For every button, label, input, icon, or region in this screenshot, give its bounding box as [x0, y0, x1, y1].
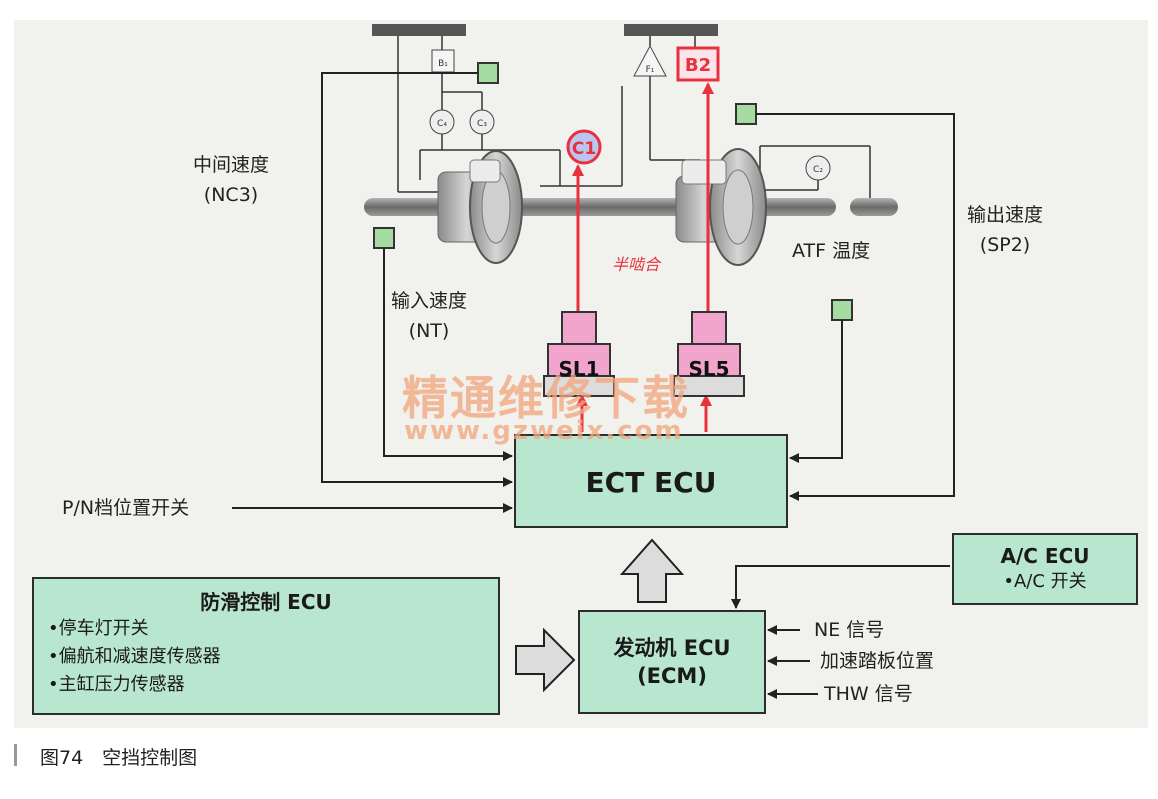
ac-ecu-title: A/C ECU	[1000, 544, 1090, 568]
housing-bar-right	[624, 24, 718, 36]
c3-label: C₃	[477, 119, 487, 129]
planetary-gear-right	[675, 148, 767, 266]
caption-marker	[14, 744, 17, 766]
ac-ecu-box: A/C ECU •A/C 开关	[952, 533, 1138, 605]
abs-ecu-item: •主缸压力传感器	[48, 674, 185, 695]
engine-ecu-title: 发动机 ECU	[613, 636, 731, 660]
output-shaft	[850, 198, 898, 216]
up-block-arrow	[619, 538, 685, 603]
watermark-url: www.gzweix.com	[404, 416, 684, 446]
ac-ecu-item: •A/C 开关	[1003, 571, 1087, 592]
pn-switch-label: P/N档位置开关	[62, 497, 190, 519]
brake-b2	[676, 46, 720, 82]
ne-signal-label: NE 信号	[814, 619, 885, 641]
clutch-c4	[429, 109, 455, 135]
b2-label: B2	[685, 55, 711, 76]
solenoid-sl5-body	[673, 311, 745, 397]
engine-ecu-subtitle: (ECM)	[637, 664, 707, 688]
clutch-c2	[805, 155, 831, 181]
thw-signal-label: THW 信号	[824, 683, 913, 705]
abs-ecu-box: 防滑控制 ECU •停车灯开关 •偏航和减速度传感器 •主缸压力传感器	[32, 577, 500, 715]
ect-ecu-box: ECT ECU	[514, 434, 788, 528]
c2-label: C₂	[813, 165, 823, 175]
figure-caption: 图74 空挡控制图	[40, 747, 198, 769]
watermark-cn: 精通维修下载	[402, 371, 690, 425]
sensor-atf	[831, 299, 853, 321]
sp2-label: 输出速度 (SP2)	[966, 204, 1043, 256]
solenoid-sl1-label: SL1	[558, 357, 600, 381]
c4-label: C₄	[437, 119, 447, 129]
nc3-label: 中间速度 (NC3)	[192, 154, 269, 206]
right-block-arrow	[515, 627, 576, 693]
one-way-clutch-f1	[633, 44, 667, 77]
solenoid-sl1-body	[543, 311, 615, 397]
abs-ecu-title: 防滑控制 ECU	[200, 590, 332, 614]
engine-ecu-box: 发动机 ECU (ECM)	[578, 610, 766, 714]
clutch-c1	[566, 129, 602, 165]
nt-label: 输入速度 (NT)	[390, 290, 467, 342]
planetary-gear-left	[437, 150, 523, 264]
f1-label: F₁	[646, 65, 655, 75]
clutch-c3	[469, 109, 495, 135]
c1-label: C1	[572, 139, 596, 159]
b1-label: B₁	[438, 59, 448, 69]
housing-bar-left	[372, 24, 466, 36]
accel-pedal-label: 加速踏板位置	[820, 650, 935, 672]
sensor-sp2	[735, 103, 757, 125]
abs-ecu-item: •偏航和减速度传感器	[48, 646, 221, 667]
ect-ecu-title: ECT ECU	[585, 466, 717, 499]
atf-temp-label: ATF 温度	[792, 240, 871, 262]
sensor-nt	[373, 227, 395, 249]
abs-ecu-item: •停车灯开关	[48, 618, 149, 639]
sensor-nc3	[477, 62, 499, 84]
solenoid-sl5-label: SL5	[688, 357, 730, 381]
half-engage-label: 半啮合	[612, 255, 661, 274]
